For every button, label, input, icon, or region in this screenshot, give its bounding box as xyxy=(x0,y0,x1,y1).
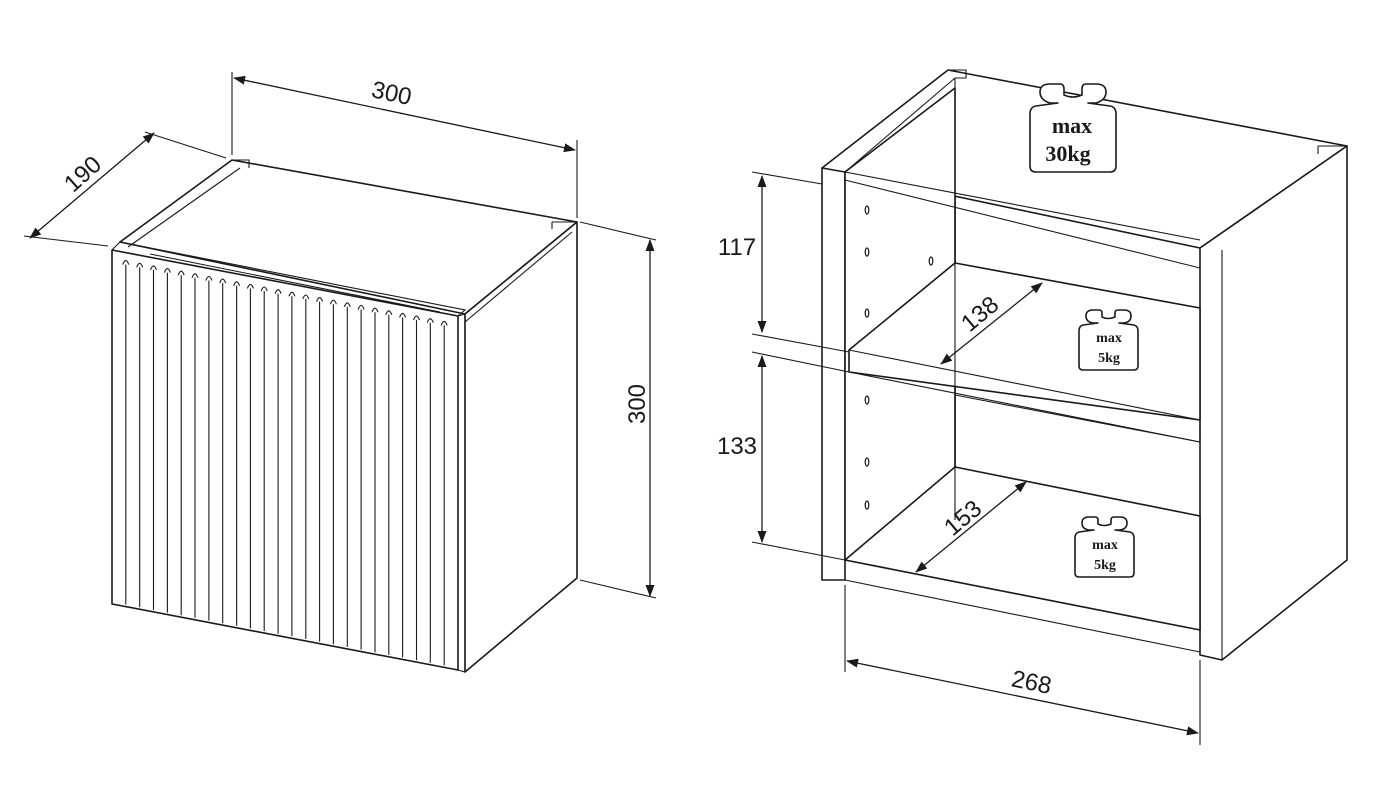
pin-hole xyxy=(928,256,934,266)
door-slat xyxy=(136,262,144,608)
upper-height-extension-bottom xyxy=(751,333,850,353)
weight-icon xyxy=(1074,516,1135,578)
door-slat xyxy=(219,278,227,624)
width-dimension-line xyxy=(233,75,576,153)
pin-hole xyxy=(864,205,870,215)
door-slat xyxy=(149,265,158,610)
bottom-shelf-load-line1: max xyxy=(1092,538,1118,553)
top-back-notch-left xyxy=(948,69,967,79)
closed-cabinet-door xyxy=(111,249,459,671)
door-slat xyxy=(163,268,171,613)
door-slat xyxy=(343,302,351,647)
depth-extension-top xyxy=(144,131,227,159)
upper-shelf-load-line2: 5kg xyxy=(1098,351,1120,366)
door-slat xyxy=(246,283,254,629)
door-slat xyxy=(329,299,337,645)
door-slat xyxy=(371,307,379,653)
lower-depth-dimension-line xyxy=(915,481,1027,573)
upper-depth-dimension-line xyxy=(940,282,1043,365)
door-slat xyxy=(191,273,199,618)
middle-back-line xyxy=(954,394,1201,443)
door-right-rim xyxy=(457,313,466,673)
inner-width-dimension-line xyxy=(846,658,1199,736)
inner-width-label: 268 xyxy=(1009,665,1054,700)
upper-shelf-back-edge xyxy=(954,262,1201,309)
bottom-shelf-load-line2: 5kg xyxy=(1094,558,1116,573)
top-back-notch-right xyxy=(1317,145,1347,154)
door-slat xyxy=(302,294,310,639)
door-slat xyxy=(440,320,448,666)
lower-height-extension-top xyxy=(751,351,850,373)
top-load-badge: max 30kg xyxy=(1029,83,1117,173)
door-slat xyxy=(288,291,296,637)
depth-extension-bottom xyxy=(23,235,109,247)
door-slat xyxy=(399,312,407,658)
closed-cabinet-top-edge-right xyxy=(464,231,573,323)
door-slat xyxy=(122,260,130,605)
top-front-edge xyxy=(844,171,1201,269)
pin-hole xyxy=(864,457,870,467)
top-left-edge xyxy=(844,77,956,173)
weight-icon xyxy=(1029,83,1117,173)
door-slat xyxy=(205,275,213,621)
pin-hole xyxy=(864,308,870,318)
door-top-rim xyxy=(111,241,467,317)
door-slat xyxy=(357,304,365,650)
top-load-line1: max xyxy=(1052,113,1092,138)
closed-cabinet-back-notch-left xyxy=(232,159,250,168)
height-extension-top xyxy=(579,221,657,241)
width-label: 300 xyxy=(369,76,414,111)
lower-height-label: 133 xyxy=(717,433,757,460)
pin-hole xyxy=(864,395,870,405)
bottom-front-edge xyxy=(844,559,1201,653)
upper-height-extension-top xyxy=(751,171,823,185)
pin-hole xyxy=(864,500,870,510)
top-load-line2: 30kg xyxy=(1045,141,1090,166)
door-slat xyxy=(260,286,268,631)
depth-label: 190 xyxy=(59,151,107,198)
door-slat xyxy=(177,270,185,616)
lower-height-extension-bottom xyxy=(751,541,846,561)
door-slat xyxy=(316,297,324,642)
bottom-shelf-load-badge: max 5kg xyxy=(1074,516,1135,578)
door-fluted-slats xyxy=(122,260,448,666)
open-cabinet-left-side xyxy=(821,167,846,581)
open-cabinet: 117 133 138 153 268 max 30kg max 5kg xyxy=(717,69,1348,745)
door-slat xyxy=(233,281,241,626)
shelf-pin-holes xyxy=(864,205,934,510)
door-slat xyxy=(385,310,393,655)
upper-shelf-load-badge: max 5kg xyxy=(1078,309,1139,371)
weight-icon xyxy=(1078,309,1139,371)
upper-height-label: 117 xyxy=(718,234,756,261)
height-label: 300 xyxy=(624,384,651,424)
door-slat xyxy=(412,315,421,661)
height-extension-bottom xyxy=(579,579,657,599)
bottom-shelf-back-edge xyxy=(954,466,1201,517)
depth-dimension-line xyxy=(29,132,155,239)
door-slat xyxy=(274,289,282,634)
door-handle-groove xyxy=(149,253,441,313)
closed-cabinet-back-notch-right xyxy=(551,221,577,229)
closed-cabinet: 300 190 300 xyxy=(23,72,657,673)
door-slat xyxy=(426,318,434,663)
upper-shelf-load-line1: max xyxy=(1096,331,1122,346)
pin-hole xyxy=(864,247,870,257)
